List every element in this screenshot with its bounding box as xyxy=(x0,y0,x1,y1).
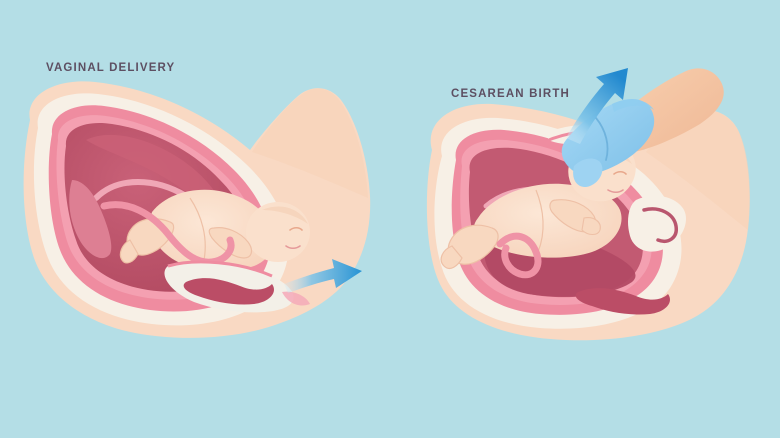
cesarean-birth-label: CESAREAN BIRTH xyxy=(451,88,570,100)
glove-finger xyxy=(573,158,603,188)
fetus-mouth xyxy=(285,245,301,250)
uterine-cavity-shading xyxy=(86,134,229,236)
extraction-direction-arrow xyxy=(566,68,628,144)
umbilical-cord-c xyxy=(496,232,542,279)
bowel xyxy=(183,278,274,305)
cervical-canal-c xyxy=(642,207,678,243)
fetus-eye xyxy=(289,226,303,231)
glove-cuff xyxy=(612,99,654,112)
vaginal-delivery-label: VAGINAL DELIVERY xyxy=(46,62,176,74)
delivery-direction-arrow xyxy=(284,259,362,293)
fetus-mouth-c xyxy=(607,189,624,194)
maternal-thigh-c xyxy=(646,110,750,230)
maternal-thigh xyxy=(252,88,368,198)
fetus-head xyxy=(246,202,310,262)
fetus-legs-c xyxy=(447,224,499,265)
fetus-eye-c xyxy=(613,170,627,175)
cesarean-birth-figure xyxy=(426,68,750,341)
vaginal-opening xyxy=(282,291,310,306)
vaginal-delivery-figure xyxy=(23,81,371,338)
fetus-foot-c xyxy=(440,245,463,270)
placenta xyxy=(69,180,112,259)
bowel-c xyxy=(575,288,670,315)
fetus-foot xyxy=(119,239,139,264)
glove-fold xyxy=(595,117,609,161)
cervix-outline xyxy=(167,260,273,278)
surgical-glove xyxy=(561,98,655,175)
fetus-hand-c xyxy=(581,217,601,236)
fetus-contour-c xyxy=(535,189,544,253)
fetus-contour xyxy=(189,197,206,261)
fetus-head-shade xyxy=(262,206,308,224)
umbilical-cord xyxy=(100,201,235,266)
